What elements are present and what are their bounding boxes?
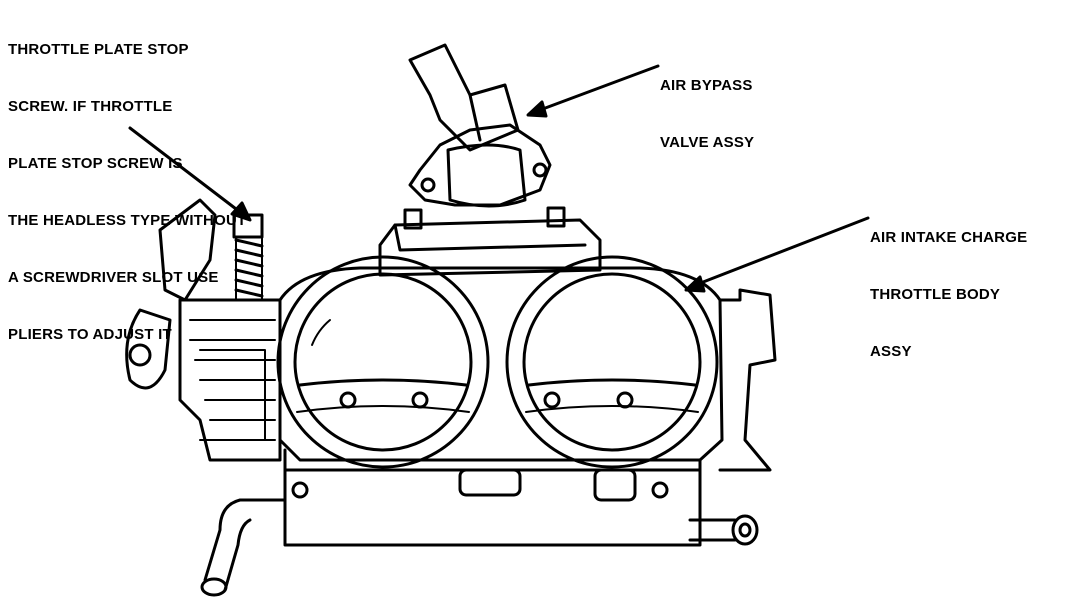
throttle-body-label-line: AIR INTAKE CHARGE [870,229,1028,246]
throttle-body-label-line: ASSY [870,343,912,360]
stop-screw-leader [128,126,242,214]
bypass-valve-leader [538,64,660,112]
lower-flange [283,448,702,547]
throttle-body-label-line: THROTTLE BODY [870,286,1001,303]
stop-screw-label-line: SCREW. IF THROTTLE [8,98,173,115]
air-bypass-valve [408,43,552,208]
stop-screw-label-line: THE HEADLESS TYPE WITHOUT [8,212,247,229]
left-bore-inner [293,272,473,452]
right-bore-inner [522,272,702,452]
stop-screw-label-line: THROTTLE PLATE STOP [8,41,189,58]
coolant-pipes [200,498,759,597]
bypass-valve-arrowhead [526,100,548,118]
throttle-body-label: AIR INTAKE CHARGE THROTTLE BODY ASSY [870,190,1027,380]
throttle-body [276,255,777,472]
leader-arrows [128,64,870,293]
top-mount [378,206,602,277]
stop-screw-label-line: A SCREWDRIVER SLOT USE [8,269,219,286]
left-bore-outer [276,255,490,469]
stop-screw [232,213,264,301]
bypass-valve-label-line: VALVE ASSY [660,134,755,151]
throttle-body-leader [696,216,870,286]
throttle-linkage [125,198,282,462]
bypass-valve-label-line: AIR BYPASS [660,77,753,94]
bypass-valve-label: AIR BYPASS VALVE ASSY [660,38,754,171]
stop-screw-label-line: PLATE STOP SCREW IS [8,155,183,172]
stop-screw-label-line: PLIERS TO ADJUST IT [8,326,172,343]
right-bore-outer [505,255,719,469]
stop-screw-label: THROTTLE PLATE STOP SCREW. IF THROTTLE P… [8,2,246,363]
